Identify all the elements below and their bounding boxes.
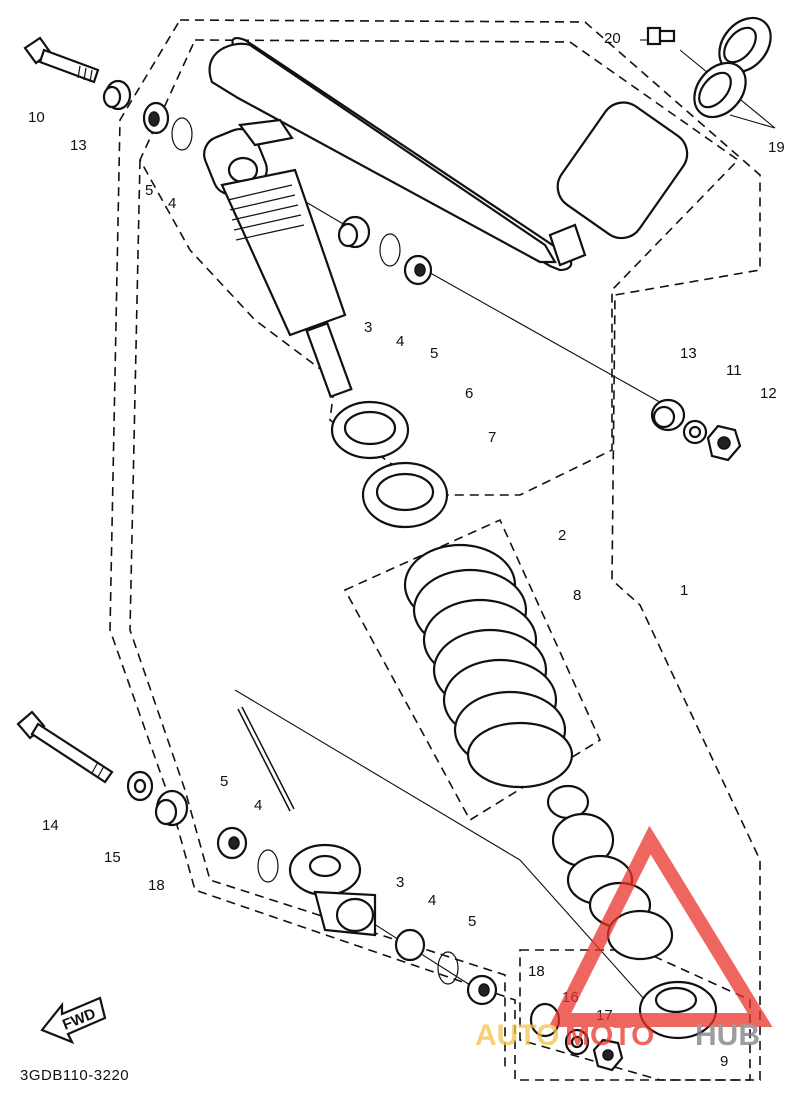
nut-17 xyxy=(592,1038,624,1072)
circlip-4-upper-left xyxy=(171,117,193,151)
ring-nut-6 xyxy=(330,400,410,460)
bearing-5-upper-left xyxy=(142,101,170,135)
collar-3-lower xyxy=(394,928,426,962)
collar-13-upper xyxy=(102,79,132,111)
label-4a: 4 xyxy=(168,195,176,212)
label-14: 14 xyxy=(42,817,59,834)
label-4c: 4 xyxy=(254,797,262,814)
label-11: 11 xyxy=(726,362,742,379)
label-2: 2 xyxy=(558,527,566,544)
label-10: 10 xyxy=(28,109,45,126)
bolt-20 xyxy=(646,26,676,46)
label-15: 15 xyxy=(104,849,121,866)
automotohub-watermark: AUTO MOTO HUB xyxy=(475,825,773,1052)
label-5c: 5 xyxy=(220,773,228,790)
fwd-arrow: FWD xyxy=(40,996,107,1045)
callout-labels: 1 2 3 3 4 4 4 4 5 5 5 5 6 7 8 9 10 11 12… xyxy=(28,30,785,1070)
assembly-outline-1 xyxy=(109,19,761,1081)
label-18b: 18 xyxy=(528,963,545,980)
watermark-hub: HUB xyxy=(695,1019,760,1052)
label-19: 19 xyxy=(768,139,785,156)
label-3a: 3 xyxy=(364,319,372,336)
label-20: 20 xyxy=(604,30,621,47)
shock-absorber-body xyxy=(203,36,689,399)
label-7: 7 xyxy=(488,429,496,446)
label-18a: 18 xyxy=(148,877,165,894)
watermark-moto: MOTO xyxy=(565,1019,654,1052)
watermark-auto: AUTO xyxy=(475,1019,559,1052)
label-13a: 13 xyxy=(70,137,87,154)
spring-outline xyxy=(343,518,602,822)
reservoir-clamps-19 xyxy=(693,16,772,119)
relay-arm xyxy=(288,843,377,937)
spring-8 xyxy=(403,543,574,789)
collar-3-upper xyxy=(337,215,371,249)
bearing-5-lower xyxy=(466,974,498,1006)
nut-12 xyxy=(706,424,742,462)
label-3b: 3 xyxy=(396,874,404,891)
circlip-4-lower xyxy=(437,951,459,985)
circlip-4-lower-left xyxy=(257,849,279,883)
bearing-5-lower-left xyxy=(216,826,248,860)
label-1: 1 xyxy=(680,582,688,599)
label-9: 9 xyxy=(720,1053,728,1070)
washer-16 xyxy=(564,1028,590,1056)
label-4d: 4 xyxy=(428,892,436,909)
label-5d: 5 xyxy=(468,913,476,930)
collar-13-right xyxy=(650,398,686,432)
label-5a: 5 xyxy=(145,182,153,199)
pin-rod xyxy=(237,706,295,812)
collar-18-left xyxy=(154,789,189,827)
bolt-10 xyxy=(23,36,100,84)
assembly-outline-2 xyxy=(129,39,740,1070)
ring-nut-7 xyxy=(361,461,449,529)
label-5b: 5 xyxy=(430,345,438,362)
label-13b: 13 xyxy=(680,345,697,362)
label-4b: 4 xyxy=(396,333,404,350)
watermark-triangle-icon xyxy=(548,825,773,1027)
circlip-4-upper xyxy=(379,233,401,267)
label-6: 6 xyxy=(465,385,473,402)
label-8: 8 xyxy=(573,587,581,604)
bolt-14 xyxy=(16,710,114,784)
washer-11 xyxy=(682,419,708,445)
bearing-5-upper xyxy=(403,254,433,286)
washer-15 xyxy=(126,770,154,802)
label-12: 12 xyxy=(760,385,777,402)
drawing-code: 3GDB110-3220 xyxy=(20,1067,129,1084)
